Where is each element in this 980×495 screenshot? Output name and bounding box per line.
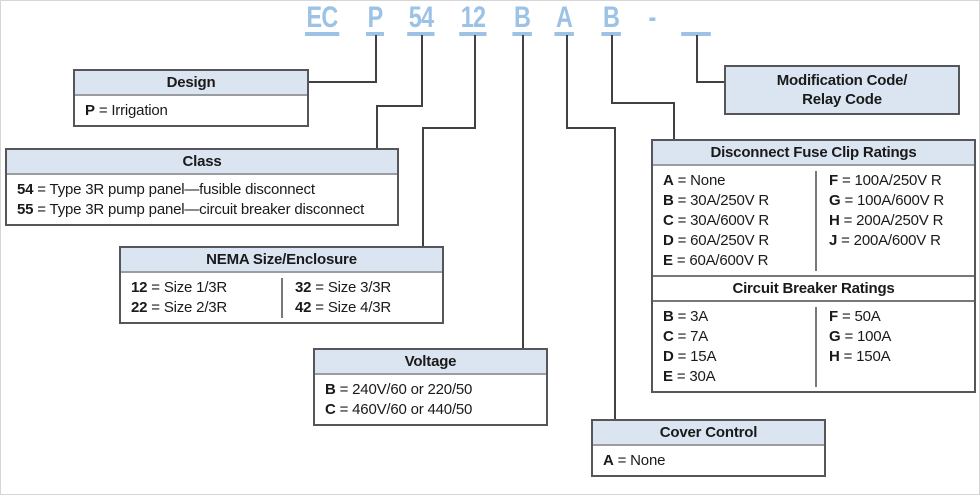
circuit-breaker-ratings-title: Circuit Breaker Ratings [653, 275, 974, 302]
fuse-row: E= 60A/600V R [663, 252, 769, 269]
breaker-row: E= 30A [663, 368, 716, 385]
fuse-row: B= 30A/250V R [663, 192, 770, 209]
breaker-row: B= 3A [663, 308, 709, 325]
fuse-right-column: F= 100A/250V R G= 100A/600V R H= 200A/25… [815, 171, 974, 271]
fuse-clip-ratings-body: A= None B= 30A/250V R C= 30A/600V R D= 6… [653, 166, 974, 275]
class-box: Class 54= Type 3R pump panel—fusible dis… [5, 148, 399, 226]
catalog-segment-cover-control: A [554, 1, 574, 36]
catalog-segment-nema-size: 12 [459, 1, 487, 36]
voltage-row: C= 460V/60 or 440/50 [325, 401, 473, 418]
nema-left-column: 12= Size 1/3R 22= Size 2/3R [131, 278, 291, 318]
nema-size-box: NEMA Size/Enclosure 12= Size 1/3R 22= Si… [119, 246, 444, 324]
modification-code-title-line1: Modification Code/ [776, 72, 908, 89]
catalog-segment-voltage: B [512, 1, 532, 36]
class-box-title: Class [7, 150, 397, 175]
nema-size-box-title: NEMA Size/Enclosure [121, 248, 442, 273]
catalog-segment-class: 54 [407, 1, 435, 36]
nema-row: 12= Size 1/3R [131, 279, 228, 296]
cover-control-row: A= None [603, 452, 666, 469]
voltage-row: B= 240V/60 or 220/50 [325, 381, 473, 398]
ratings-box: Disconnect Fuse Clip Ratings A= None B= … [651, 139, 976, 393]
connector-line [375, 35, 377, 83]
class-row: 54= Type 3R pump panel—fusible disconnec… [17, 181, 315, 198]
nema-row: 32= Size 3/3R [295, 279, 392, 296]
nema-right-column: 32= Size 3/3R 42= Size 4/3R [281, 278, 442, 318]
fuse-row: H= 200A/250V R [829, 212, 944, 229]
fuse-row: C= 30A/600V R [663, 212, 770, 229]
voltage-box-title: Voltage [315, 350, 546, 375]
connector-line [474, 35, 476, 129]
breaker-row: C= 7A [663, 328, 709, 345]
catalog-segment-ec: EC [304, 1, 340, 36]
design-box-title: Design [75, 71, 307, 96]
connector-line [566, 35, 568, 129]
connector-line [421, 35, 423, 107]
cover-control-box: Cover Control A= None [591, 419, 826, 477]
design-box: Design P= Irrigation [73, 69, 309, 127]
modification-code-title-line2: Relay Code [802, 91, 882, 108]
connector-line [566, 127, 616, 129]
connector-line [696, 35, 698, 83]
modification-code-box: Modification Code/ Relay Code [724, 65, 960, 115]
breaker-left-column: B= 3A C= 7A D= 15A E= 30A [663, 307, 825, 387]
connector-line [696, 81, 724, 83]
catalog-segment-hyphen: - [648, 1, 656, 34]
connector-line [611, 35, 613, 104]
voltage-box: Voltage B= 240V/60 or 220/50 C= 460V/60 … [313, 348, 548, 426]
cover-control-box-title: Cover Control [593, 421, 824, 446]
fuse-row: G= 100A/600V R [829, 192, 945, 209]
connector-line [309, 81, 377, 83]
catalog-segment-modification-blank [681, 4, 711, 36]
connector-line [422, 127, 424, 248]
connector-line [614, 127, 616, 420]
breaker-right-column: F= 50A G= 100A H= 150A [815, 307, 974, 387]
class-row: 55= Type 3R pump panel—circuit breaker d… [17, 201, 365, 218]
fuse-left-column: A= None B= 30A/250V R C= 30A/600V R D= 6… [663, 171, 825, 271]
catalog-segment-rating: B [601, 1, 621, 36]
nema-row: 22= Size 2/3R [131, 299, 228, 316]
design-row: P= Irrigation [85, 102, 168, 119]
connector-line [376, 105, 378, 149]
fuse-row: A= None [663, 172, 726, 189]
breaker-row: G= 100A [829, 328, 892, 345]
catalog-segment-design: P [366, 1, 384, 36]
fuse-row: D= 60A/250V R [663, 232, 770, 249]
connector-line [422, 127, 476, 129]
nema-row: 42= Size 4/3R [295, 299, 392, 316]
connector-line [522, 35, 524, 349]
fuse-row: J= 200A/600V R [829, 232, 941, 249]
fuse-clip-ratings-title: Disconnect Fuse Clip Ratings [653, 141, 974, 166]
connector-line [673, 102, 675, 140]
breaker-row: F= 50A [829, 308, 881, 325]
connector-line [611, 102, 675, 104]
breaker-row: H= 150A [829, 348, 891, 365]
fuse-row: F= 100A/250V R [829, 172, 942, 189]
connector-line [376, 105, 423, 107]
breaker-row: D= 15A [663, 348, 717, 365]
circuit-breaker-ratings-body: B= 3A C= 7A D= 15A E= 30A F= 50A G= 100A… [653, 302, 974, 391]
